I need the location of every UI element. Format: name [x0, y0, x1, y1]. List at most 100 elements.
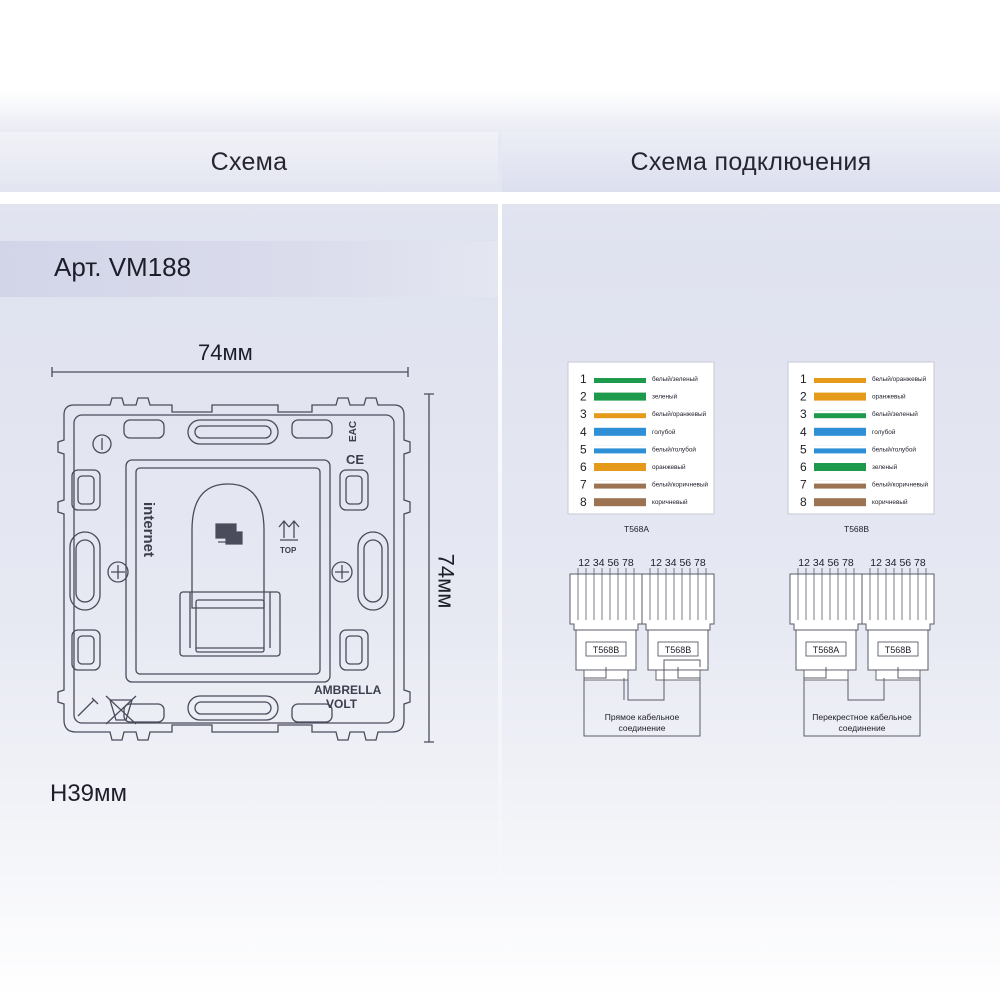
pin-number: 6	[580, 460, 587, 474]
width-dimension-label: 74мм	[198, 340, 253, 365]
crossover-cable-outline	[803, 667, 921, 737]
pin-number: 3	[800, 407, 807, 421]
eac-mark: EAC	[348, 421, 359, 442]
wire-label: белый/оранжевый	[652, 410, 707, 418]
standard-tag: T568A	[813, 645, 840, 655]
pin-number: 6	[800, 460, 807, 474]
t568b-pinout-panel	[787, 361, 935, 515]
ground-mark-icon	[92, 434, 112, 454]
standard-tag: T568B	[593, 645, 620, 655]
right-side-slot	[357, 531, 389, 611]
wire-color-swatch	[594, 375, 646, 383]
header-separator	[0, 192, 1000, 204]
straight-caption-line2: соединение	[619, 723, 666, 733]
t568b-pin-1: 1 белый/оранжевый	[800, 372, 927, 386]
wire-label: белый/голубой	[652, 445, 696, 453]
standard-tag: T568B	[665, 645, 692, 655]
pin-numbers-label: 12 34 56 78	[798, 557, 854, 569]
crossover-left-connector: 12 34 56 78 T568A	[789, 557, 863, 681]
wire-stripe	[594, 445, 646, 449]
t568a-pin-8: 8 коричневый	[580, 495, 688, 509]
disposal-icon	[105, 695, 137, 725]
pin-number: 4	[800, 425, 807, 439]
wire-label: белый/коричневый	[872, 481, 929, 489]
wire-color-swatch	[594, 480, 646, 489]
wire-color-swatch	[594, 498, 646, 507]
crossover-caption-line1: Перекрестное кабельное	[812, 712, 912, 722]
pin-number: 7	[580, 478, 587, 492]
column-divider	[498, 204, 502, 904]
ce-mark: CE	[346, 452, 364, 467]
pin-number: 1	[800, 372, 807, 386]
wire-label: белый/голубой	[872, 445, 916, 453]
wire-stripe	[814, 480, 866, 484]
wire-label: коричневый	[652, 498, 688, 506]
pin-number: 2	[800, 390, 807, 404]
left-screw	[107, 561, 129, 583]
wire-color-swatch	[594, 427, 646, 436]
t568a-pinout-panel	[567, 361, 715, 515]
straight-cable-left	[583, 667, 701, 737]
pin-number: 1	[580, 372, 587, 386]
wire-label: голубой	[872, 428, 896, 436]
connectors-group: 12 34 56 78 T568B 12 34 56 78 T568B 12 34 56…	[569, 557, 935, 681]
pin-numbers-label: 12 34 56 78	[870, 557, 926, 569]
article-band	[0, 241, 498, 297]
t568a-pin-6: 6 оранжевый	[580, 460, 686, 474]
wire-color-swatch	[594, 410, 646, 419]
straight-right-connector: 12 34 56 78 T568B	[641, 557, 715, 681]
t568a-pin-3: 3 белый/оранжевый	[580, 407, 707, 421]
t568a-pin-2: 2 зеленый	[580, 390, 678, 404]
crossover-caption-line2: соединение	[839, 723, 886, 733]
bottom-mounting-slot	[187, 695, 279, 721]
wire-color-swatch	[814, 427, 866, 436]
device-drawing: internet TOP AMBRELLA VOLT EAC CE	[51, 367, 434, 743]
right-screw	[331, 561, 353, 583]
t568a-caption: T568A	[624, 524, 649, 534]
wire-color-swatch	[814, 480, 866, 489]
internet-label: internet	[140, 502, 157, 557]
wire-stripe	[814, 410, 866, 414]
pin-number: 5	[800, 442, 807, 456]
top-arrows-icon	[278, 519, 300, 541]
article-number: Арт. VM188	[54, 252, 192, 282]
pin-number: 4	[580, 425, 587, 439]
t568b-pin-5: 5 белый/голубой	[800, 442, 916, 456]
pin-numbers-label: 12 34 56 78	[650, 557, 706, 569]
device-outer-frame	[57, 397, 411, 741]
wire-stripe	[594, 375, 646, 378]
wire-label: оранжевый	[652, 463, 686, 471]
top-mounting-slot	[187, 419, 279, 445]
wire-label: зеленый	[872, 463, 898, 471]
wire-color-swatch	[814, 445, 866, 454]
wire-color-swatch	[814, 463, 866, 471]
brand-line2: VOLT	[326, 697, 358, 711]
header-scheme: Схема	[0, 132, 498, 192]
pin-number: 8	[580, 495, 587, 509]
wire-color-swatch	[814, 375, 866, 383]
wire-color-swatch	[594, 463, 646, 471]
t568a-pin-7: 7 белый/коричневый	[580, 478, 709, 492]
wire-label: зеленый	[652, 393, 678, 401]
brand-line1: AMBRELLA	[314, 683, 382, 697]
pin-numbers-label: 12 34 56 78	[578, 557, 634, 569]
pin-number: 3	[580, 407, 587, 421]
depth-dimension-label: H39мм	[50, 780, 128, 807]
wire-label: белый/оранжевый	[872, 375, 927, 383]
wire-stripe	[814, 375, 866, 378]
t568b-pin-4: 4 голубой	[800, 425, 896, 439]
wire-stripe	[814, 445, 866, 449]
pin-number: 2	[580, 390, 587, 404]
wire-label: белый/коричневый	[652, 481, 709, 489]
wire-stripe	[594, 410, 646, 414]
